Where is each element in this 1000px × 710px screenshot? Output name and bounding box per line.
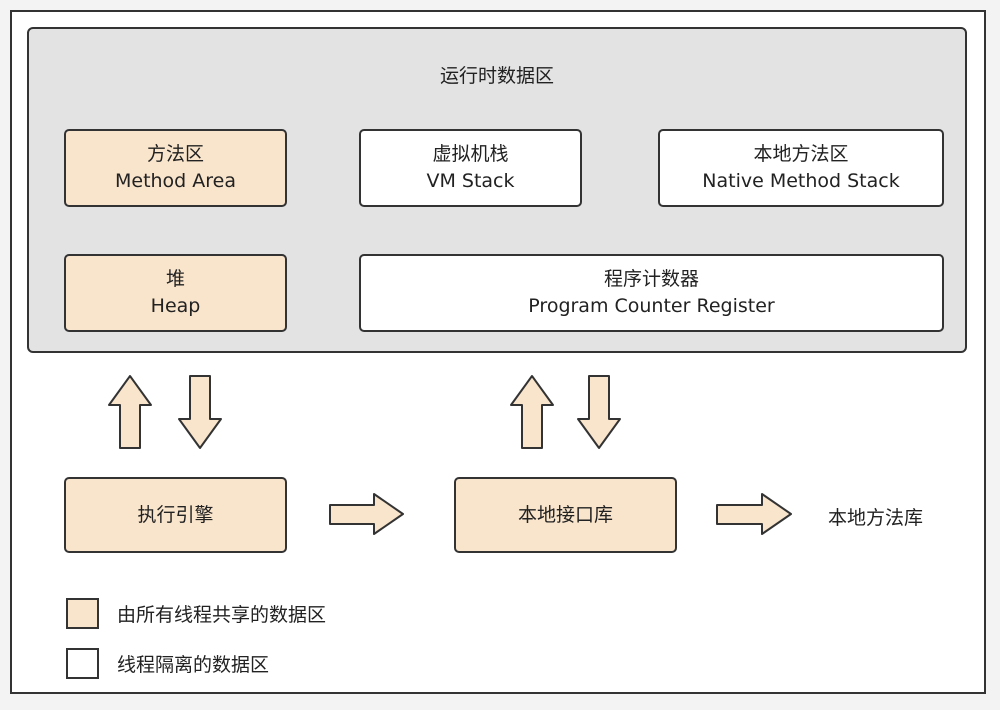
vm-stack-cn-label: 虚拟机栈	[432, 143, 509, 165]
native-method-stack-en-label: Native Method Stack	[702, 170, 900, 192]
execution-engine-label: 执行引擎	[137, 503, 214, 526]
vm-stack-en-label: VM Stack	[426, 170, 515, 192]
native-interface-label: 本地接口库	[517, 503, 613, 526]
native-method-library-label: 本地方法库	[828, 507, 924, 529]
native-interface-box: 本地接口库	[454, 477, 677, 553]
legend-isolated-swatch	[66, 648, 99, 679]
method-area-en-label: Method Area	[114, 170, 237, 192]
heap-en-label: Heap	[150, 295, 201, 317]
method-area-cn-label: 方法区	[146, 143, 204, 165]
legend-shared-swatch	[66, 598, 99, 629]
heap-cn-label: 堆	[165, 268, 185, 290]
native-method-stack-box: 本地方法区 Native Method Stack	[658, 129, 944, 207]
program-counter-en-label: Program Counter Register	[528, 295, 775, 317]
native-method-stack-cn-label: 本地方法区	[753, 143, 849, 165]
vm-stack-box: 虚拟机栈 VM Stack	[359, 129, 582, 207]
program-counter-register-box: 程序计数器 Program Counter Register	[359, 254, 944, 332]
runtime-data-area-title: 运行时数据区	[439, 65, 554, 87]
method-area-box: 方法区 Method Area	[64, 129, 287, 207]
program-counter-cn-label: 程序计数器	[603, 268, 699, 290]
legend-shared-label: 由所有线程共享的数据区	[117, 604, 327, 626]
execution-engine-box: 执行引擎	[64, 477, 287, 553]
legend-isolated-label: 线程隔离的数据区	[117, 654, 270, 676]
heap-box: 堆 Heap	[64, 254, 287, 332]
